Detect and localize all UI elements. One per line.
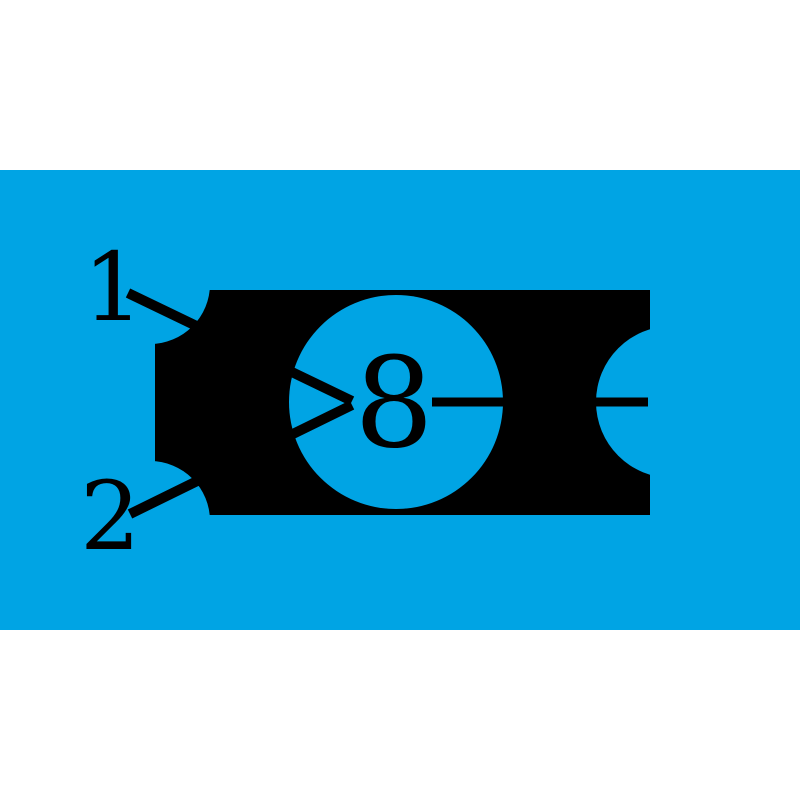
right-edge-notch (596, 326, 748, 478)
leader-line-1 (125, 288, 355, 406)
center-hole (289, 295, 503, 509)
callout-label-2: 2 (80, 462, 140, 572)
callout-label-1: 1 (83, 233, 143, 343)
part-label: 8 (354, 331, 434, 476)
leader-line-2 (127, 400, 355, 519)
